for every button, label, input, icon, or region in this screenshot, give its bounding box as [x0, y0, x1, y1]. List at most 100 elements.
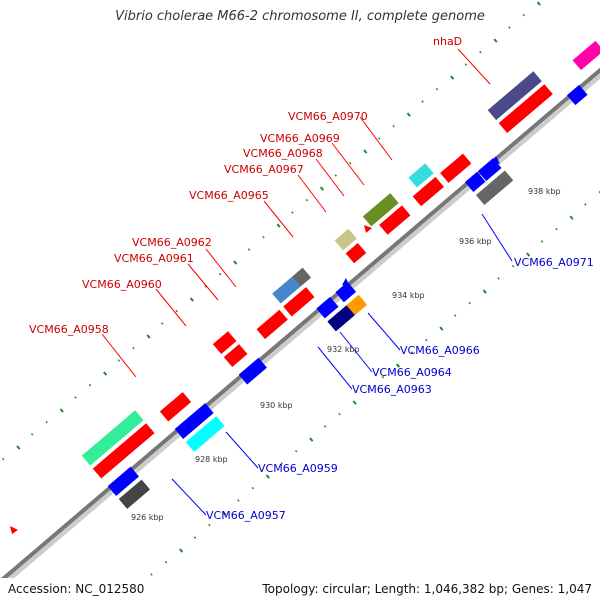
- guide-dot: [262, 235, 265, 239]
- gene-label-forward[interactable]: VCM66_A0960: [82, 278, 162, 291]
- guide-dot: [392, 124, 395, 128]
- feature-forward-outer[interactable]: [212, 331, 237, 355]
- guide-dot: [363, 149, 368, 154]
- feature-reverse[interactable]: [477, 158, 502, 182]
- guide-dot: [88, 383, 92, 387]
- guide-dot: [540, 240, 544, 243]
- feature-forward[interactable]: [283, 287, 315, 317]
- feature-forward-outer[interactable]: [487, 71, 542, 121]
- feature-reverse[interactable]: [464, 171, 486, 193]
- gene-label-forward[interactable]: nhaD: [433, 35, 462, 48]
- gene-label-forward[interactable]: VCM66_A0965: [189, 189, 269, 202]
- guide-dot: [132, 346, 135, 350]
- guide-dot: [410, 351, 414, 354]
- feature-forward-outer[interactable]: [291, 267, 312, 287]
- genome-summary: Topology: circular; Length: 1,046,382 bp…: [262, 582, 592, 596]
- feature-reverse-outer[interactable]: [327, 304, 356, 332]
- backbone-shadow: [0, 69, 600, 591]
- gene-label-forward[interactable]: VCM66_A0969: [260, 132, 340, 145]
- feature-reverse[interactable]: [238, 357, 267, 385]
- guide-dot: [450, 75, 455, 80]
- feature-forward[interactable]: [256, 309, 288, 340]
- leader-line: [225, 431, 259, 469]
- leader-line: [155, 288, 187, 327]
- gene-label-reverse[interactable]: VCM66_A0971: [514, 256, 594, 269]
- guide-dot: [367, 388, 370, 391]
- guide-dot: [349, 161, 352, 165]
- leader-line: [481, 213, 513, 262]
- leader-line: [339, 331, 373, 373]
- feature-forward[interactable]: [223, 344, 248, 367]
- guide-dot: [193, 536, 197, 539]
- gene-label-forward[interactable]: VCM66_A0967: [224, 163, 304, 176]
- guide-dot: [189, 297, 194, 302]
- feature-reverse[interactable]: [107, 466, 140, 496]
- feature-forward[interactable]: [159, 392, 192, 422]
- guide-dot: [439, 326, 444, 331]
- guide-dot: [251, 486, 255, 490]
- feature-forward-outer[interactable]: [272, 276, 301, 304]
- gene-label-forward[interactable]: VCM66_A0958: [29, 323, 109, 336]
- feature-forward-outer[interactable]: [362, 193, 399, 227]
- guide-dot: [395, 363, 401, 368]
- guide-dot: [493, 38, 498, 43]
- feature-reverse-outer[interactable]: [475, 170, 514, 205]
- feature-forward[interactable]: [92, 423, 155, 479]
- guide-dot: [319, 186, 325, 191]
- feature-reverse[interactable]: [174, 403, 214, 439]
- guide-dot: [204, 285, 207, 288]
- feature-reverse-outer[interactable]: [185, 416, 225, 452]
- feature-reverse-outer[interactable]: [118, 479, 151, 509]
- guide-dot: [338, 412, 341, 416]
- feature-forward[interactable]: [412, 176, 444, 207]
- feature-reverse-outer[interactable]: [346, 294, 368, 316]
- guide-dot: [479, 50, 482, 54]
- gene-label-forward[interactable]: VCM66_A0968: [243, 147, 323, 160]
- gene-label-reverse[interactable]: VCM66_A0964: [372, 366, 452, 379]
- feature-forward-outer[interactable]: [334, 228, 357, 251]
- gene-label-reverse[interactable]: VCM66_A0957: [206, 509, 286, 522]
- gene-label-reverse[interactable]: VCM66_A0966: [400, 344, 480, 357]
- feature-forward[interactable]: [498, 84, 553, 134]
- marker-triangle: [492, 156, 500, 164]
- guide-dot: [45, 420, 48, 424]
- guide-dot: [508, 26, 511, 29]
- feature-reverse[interactable]: [566, 84, 588, 106]
- gene-label-forward[interactable]: VCM66_A0962: [132, 236, 212, 249]
- guide-dot: [497, 277, 500, 280]
- feature-forward[interactable]: [572, 40, 600, 71]
- feature-forward[interactable]: [440, 153, 472, 183]
- gene-label-reverse[interactable]: VCM66_A0963: [352, 383, 432, 396]
- guide-dot: [294, 449, 298, 453]
- guide-dot: [30, 433, 34, 436]
- gene-label-reverse[interactable]: VCM66_A0959: [258, 462, 338, 475]
- guide-dot: [453, 314, 457, 317]
- guide-dot: [103, 371, 108, 376]
- scale-label: 926 kbp: [131, 513, 164, 522]
- leader-line: [171, 478, 207, 516]
- feature-forward-outer[interactable]: [81, 410, 144, 466]
- guide-dot: [276, 223, 281, 228]
- leader-line: [187, 263, 219, 301]
- guide-dot: [150, 573, 153, 576]
- dotted-guide-lines: [2, 1, 600, 576]
- guide-dot: [377, 137, 381, 140]
- scale-label: 936 kbp: [459, 237, 492, 246]
- gene-label-forward[interactable]: VCM66_A0961: [114, 252, 194, 265]
- guide-dot: [421, 100, 424, 103]
- guide-dot: [381, 375, 385, 379]
- guide-dot: [334, 174, 338, 177]
- feature-reverse[interactable]: [316, 296, 339, 319]
- feature-forward[interactable]: [379, 205, 411, 235]
- leader-line: [367, 312, 401, 351]
- feature-forward-outer[interactable]: [408, 163, 434, 188]
- feature-forward[interactable]: [345, 243, 367, 264]
- guide-dot: [464, 63, 468, 66]
- guide-dot: [536, 1, 541, 6]
- scale-label: 932 kbp: [327, 345, 360, 354]
- gene-label-forward[interactable]: VCM66_A0970: [288, 110, 368, 123]
- guide-dot: [435, 87, 439, 91]
- leader-line: [205, 248, 237, 288]
- feature-reverse[interactable]: [335, 281, 357, 303]
